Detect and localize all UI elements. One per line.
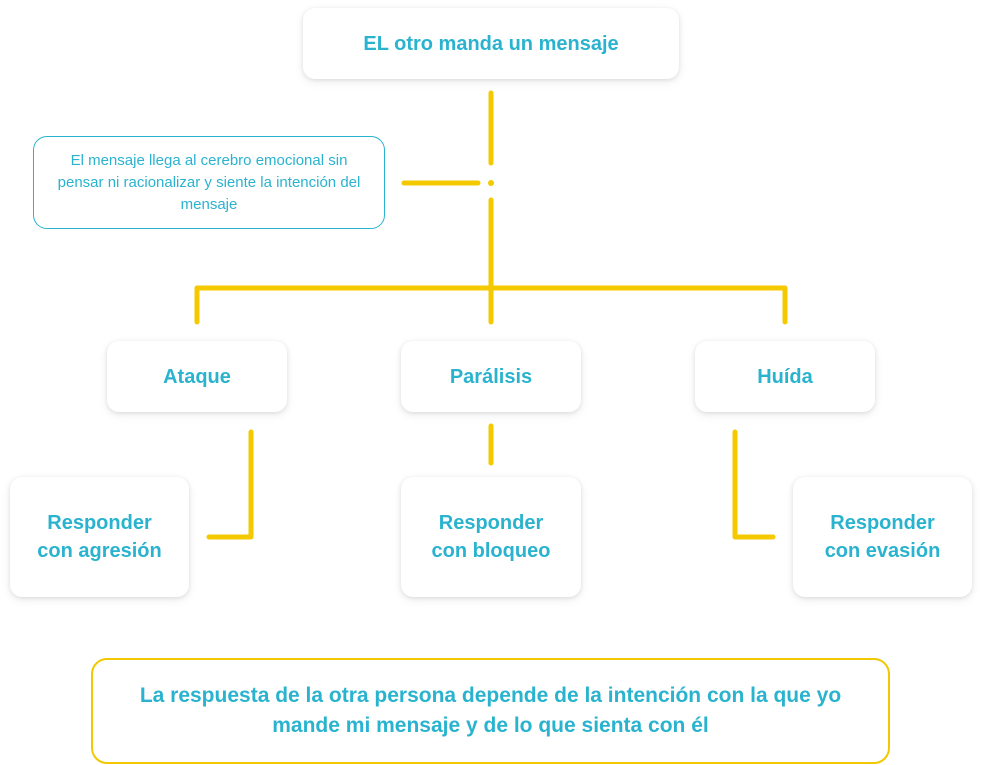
response-agresion-box: Responder con agresión bbox=[10, 477, 189, 597]
branch-paralisis-label: Parálisis bbox=[449, 365, 533, 388]
top-message-label: EL otro manda un mensaje bbox=[363, 32, 619, 55]
response-evasion-box: Responder con evasión bbox=[793, 477, 972, 597]
branch-huida-box: Huída bbox=[695, 341, 875, 412]
connector-ataque-response bbox=[206, 429, 254, 540]
branch-paralisis-box: Parálisis bbox=[401, 341, 581, 412]
response-evasion-label: Responder con evasión bbox=[824, 512, 941, 562]
emotional-brain-note-text: El mensaje llega al cerebro emocional si… bbox=[57, 151, 361, 213]
connector-huida-response bbox=[732, 429, 776, 540]
emotional-brain-note: El mensaje llega al cerebro emocional si… bbox=[33, 136, 385, 229]
branch-ataque-box: Ataque bbox=[107, 341, 287, 412]
branch-ataque-label: Ataque bbox=[163, 365, 231, 388]
branch-huida-label: Huída bbox=[757, 365, 813, 388]
response-bloqueo-box: Responder con bloqueo bbox=[401, 477, 581, 597]
connector-junction-dot bbox=[488, 180, 494, 186]
conclusion-text: La respuesta de la otra persona depende … bbox=[139, 684, 842, 737]
response-bloqueo-label: Responder con bloqueo bbox=[431, 512, 551, 562]
response-agresion-label: Responder con agresión bbox=[37, 512, 162, 562]
connector-splitter bbox=[194, 285, 788, 325]
conclusion-box: La respuesta de la otra persona depende … bbox=[91, 658, 890, 764]
top-message-box: EL otro manda un mensaje bbox=[303, 8, 679, 79]
